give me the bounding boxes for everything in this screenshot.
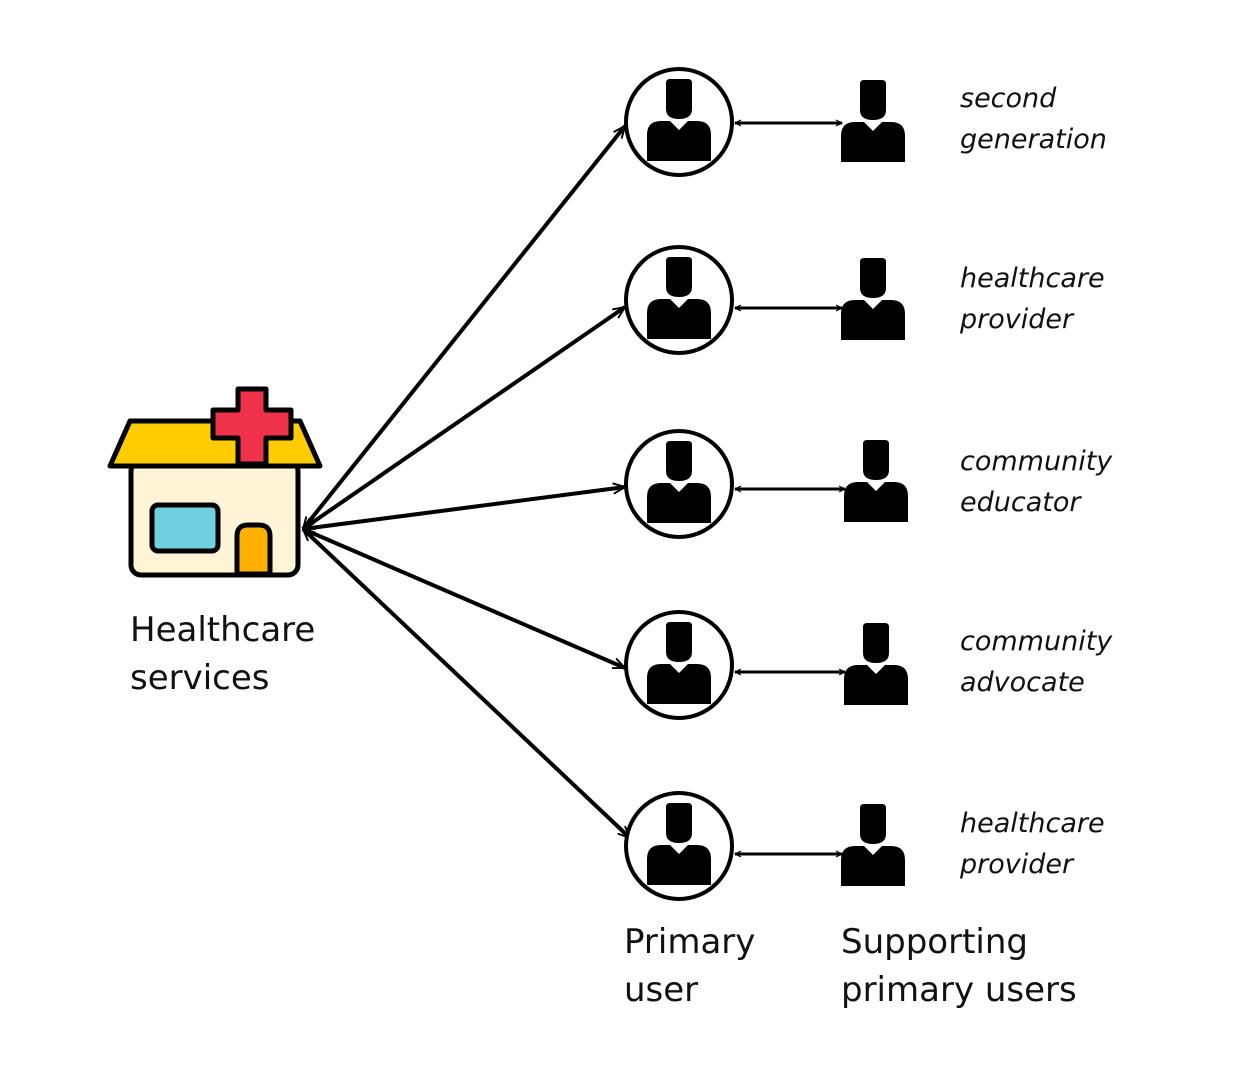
hub-connector-5 bbox=[301, 527, 632, 840]
hub-label-line1: Healthcare bbox=[130, 610, 316, 650]
supporting-label-line1: Supporting bbox=[841, 922, 1028, 962]
hub-connector-4 bbox=[302, 527, 626, 670]
role-label-4-line1: community bbox=[960, 626, 1113, 657]
hospital-building-icon bbox=[107, 386, 323, 578]
primary-user-node-5 bbox=[624, 791, 734, 901]
role-label-2-line1: healthcare bbox=[960, 263, 1105, 294]
role-label-3: community educator bbox=[960, 441, 1112, 523]
supporting-user-icon-3 bbox=[844, 440, 908, 522]
medical-cross-icon bbox=[210, 386, 294, 467]
primary-user-column-label: Primary user bbox=[624, 918, 755, 1014]
role-label-5-line1: healthcare bbox=[960, 808, 1105, 839]
role-label-1-line2: generation bbox=[960, 124, 1107, 155]
supporting-label-line2: primary users bbox=[841, 970, 1077, 1010]
hub-connector-3 bbox=[302, 482, 626, 534]
supporting-user-icon-1 bbox=[841, 80, 905, 162]
primary-label-line1: Primary bbox=[624, 922, 756, 962]
role-label-1: second generation bbox=[960, 78, 1107, 160]
hub-label-line2: services bbox=[130, 658, 270, 698]
role-label-4: community advocate bbox=[960, 621, 1112, 703]
primary-label-line2: user bbox=[624, 970, 699, 1010]
role-label-1-line1: second bbox=[960, 83, 1057, 114]
supporting-users-column-label: Supporting primary users bbox=[841, 918, 1077, 1014]
role-label-5: healthcare provider bbox=[960, 803, 1105, 885]
role-label-5-line2: provider bbox=[960, 849, 1074, 880]
hub-label: Healthcare services bbox=[130, 606, 315, 702]
primary-user-node-2 bbox=[624, 245, 734, 355]
primary-user-node-3 bbox=[624, 429, 734, 539]
role-label-4-line2: advocate bbox=[960, 667, 1085, 698]
primary-user-node-1 bbox=[624, 67, 734, 177]
role-label-3-line2: educator bbox=[960, 487, 1081, 518]
supporting-user-icon-4 bbox=[844, 623, 908, 705]
hub-connector-2 bbox=[301, 305, 627, 531]
hub-connectors bbox=[301, 124, 632, 840]
role-label-3-line1: community bbox=[960, 446, 1113, 477]
role-label-2: healthcare provider bbox=[960, 258, 1105, 340]
supporting-user-icon-5 bbox=[841, 804, 905, 886]
role-label-2-line2: provider bbox=[960, 304, 1074, 335]
primary-user-node-4 bbox=[624, 610, 734, 720]
supporting-user-icon-2 bbox=[841, 258, 905, 340]
hub-connector-1 bbox=[301, 124, 627, 531]
